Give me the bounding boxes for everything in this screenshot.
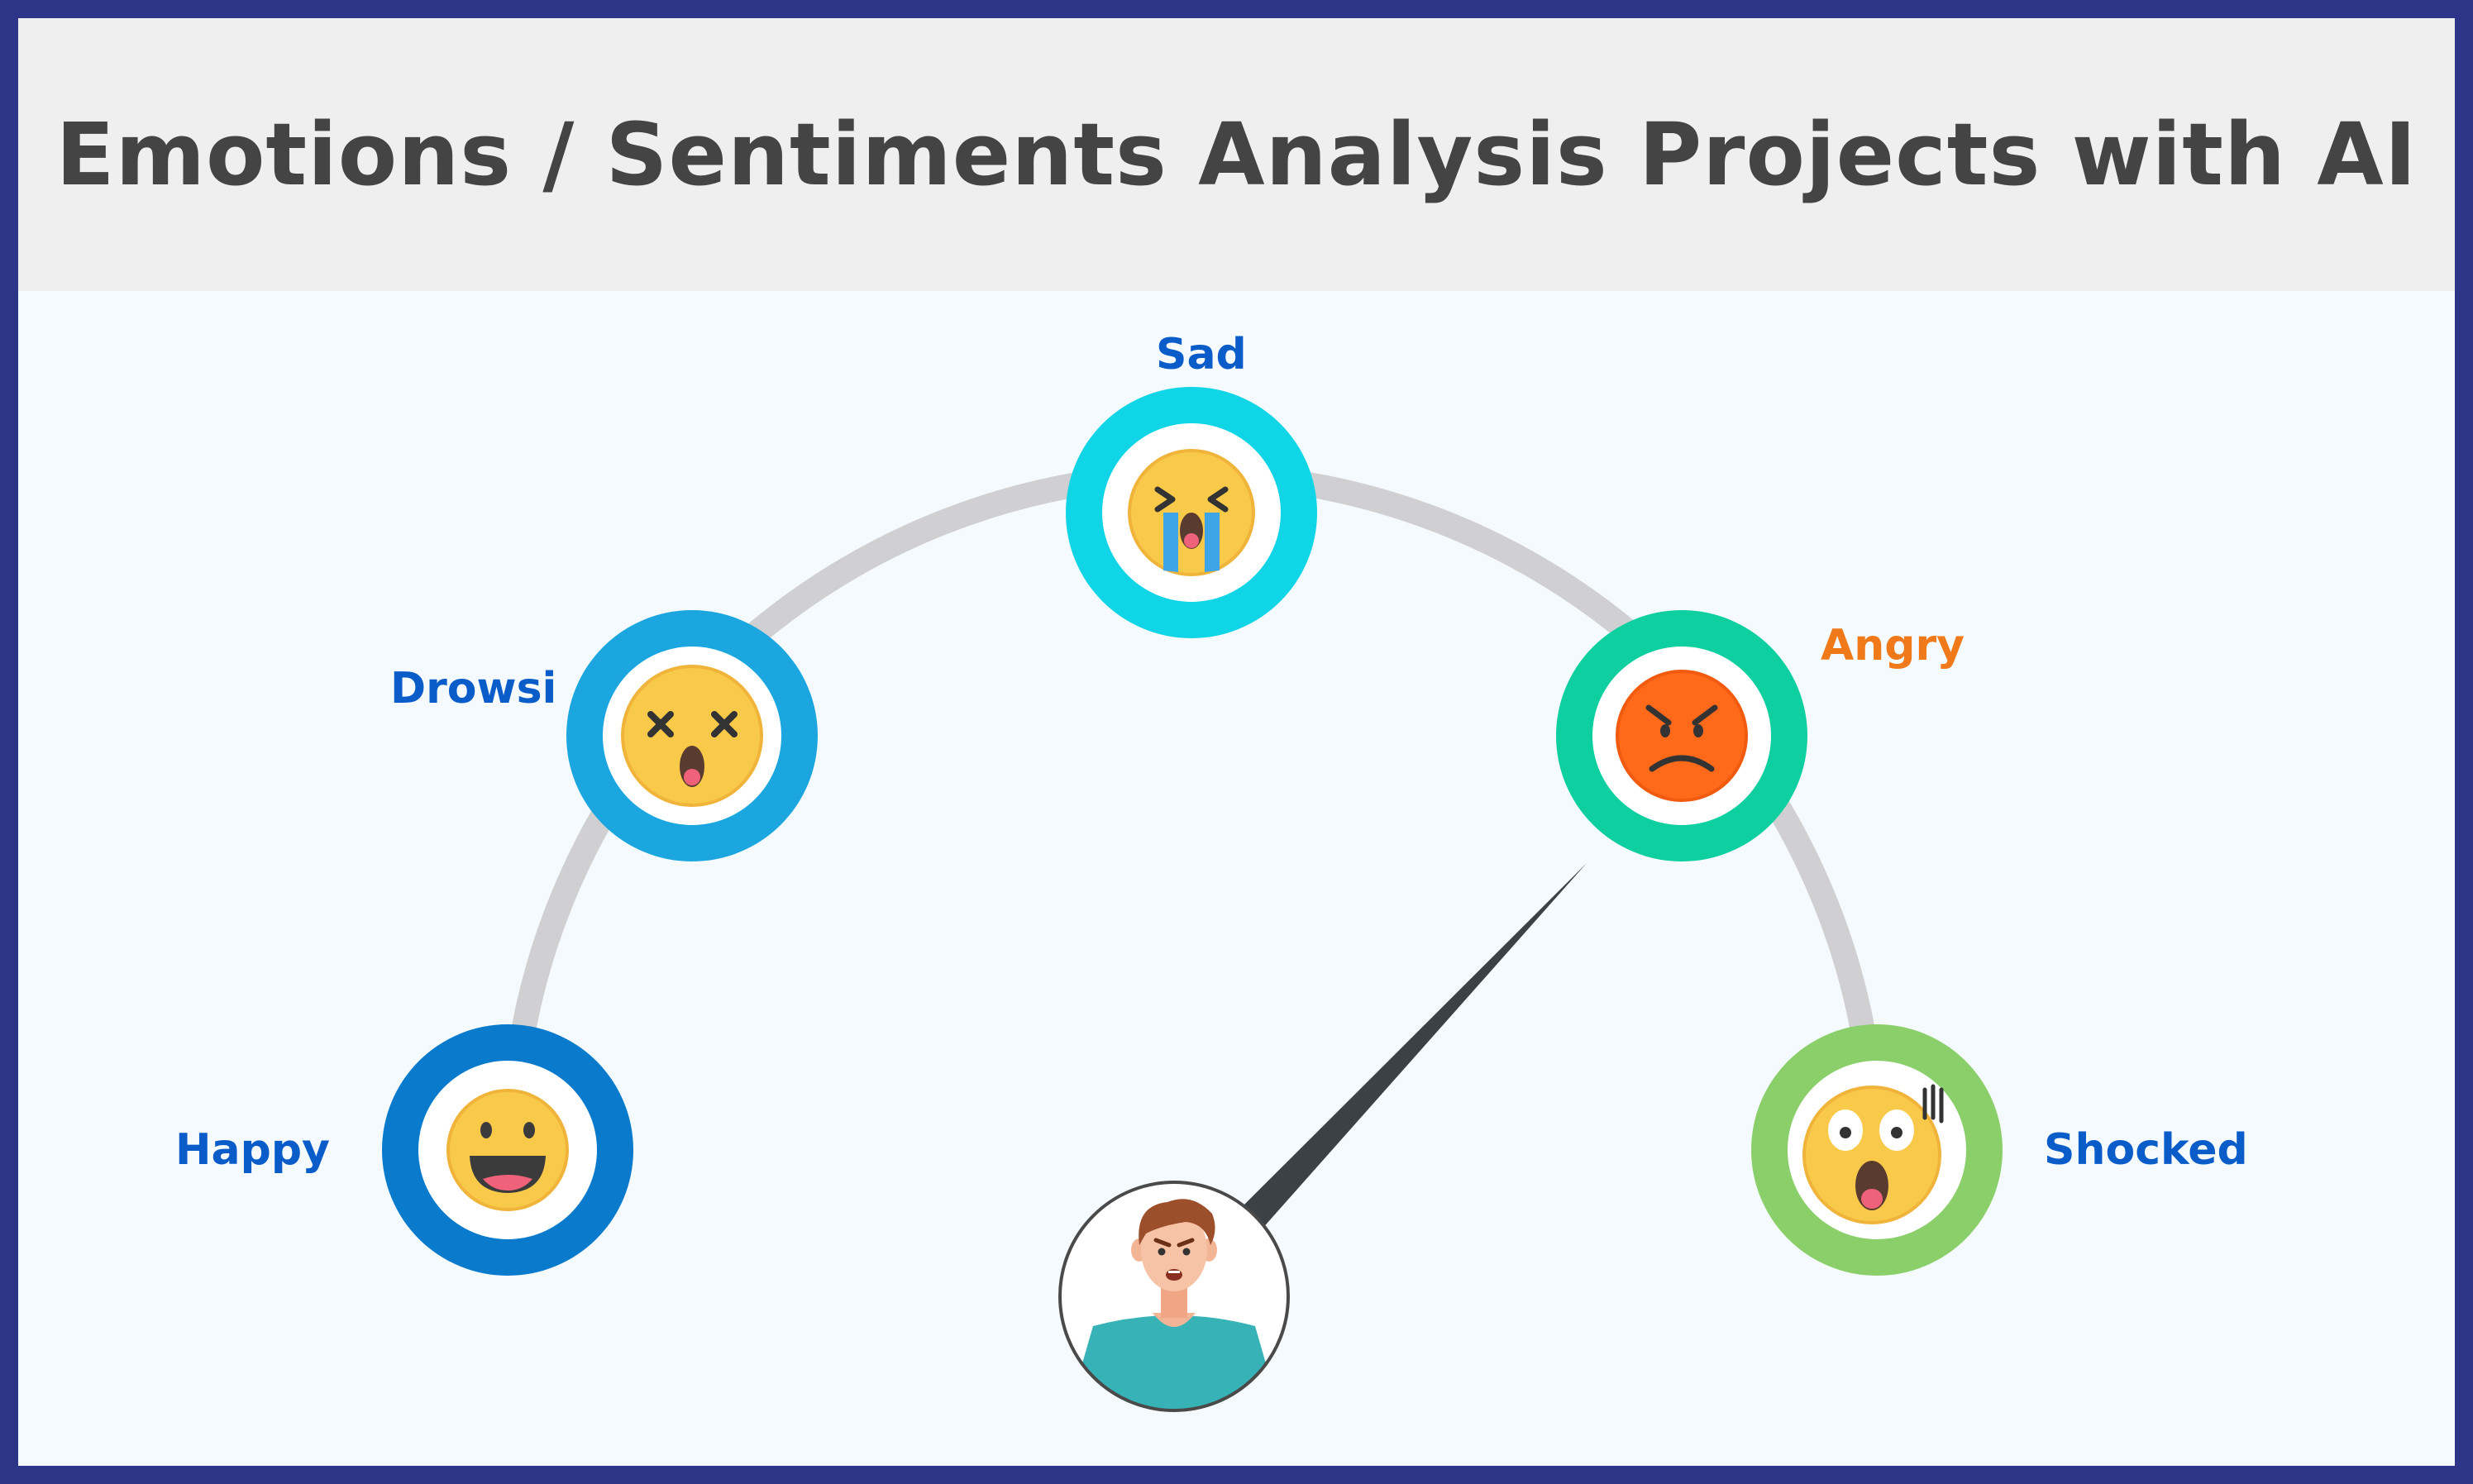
emotion-node-shocked: Shocked xyxy=(1751,1024,2248,1276)
emotion-label-drowsi: Drowsi xyxy=(390,664,556,713)
crying-face-icon xyxy=(1128,449,1255,576)
emotion-node-angry: Angry xyxy=(1556,610,1965,861)
emotion-gauge-diagram: Happy Drowsi xyxy=(175,330,2248,1412)
gauge-needle xyxy=(1240,863,1587,1230)
dizzy-face-icon xyxy=(621,665,763,807)
angry-face-icon xyxy=(1616,670,1748,802)
header-band xyxy=(18,18,2455,291)
emotion-label-happy: Happy xyxy=(175,1125,330,1175)
page-title: Emotions / Sentiments Analysis Projects … xyxy=(55,104,2418,205)
emotion-label-angry: Angry xyxy=(1821,621,1965,670)
emotion-node-happy: Happy xyxy=(175,1024,633,1276)
person-avatar-icon xyxy=(1058,1181,1290,1412)
emotion-label-sad: Sad xyxy=(1156,330,1247,379)
emotion-node-drowsi: Drowsi xyxy=(390,610,818,861)
emotion-label-shocked: Shocked xyxy=(2044,1125,2248,1175)
shocked-face-icon xyxy=(1802,1084,1944,1224)
emotion-node-sad: Sad xyxy=(1066,330,1317,638)
happy-face-icon xyxy=(446,1089,569,1211)
